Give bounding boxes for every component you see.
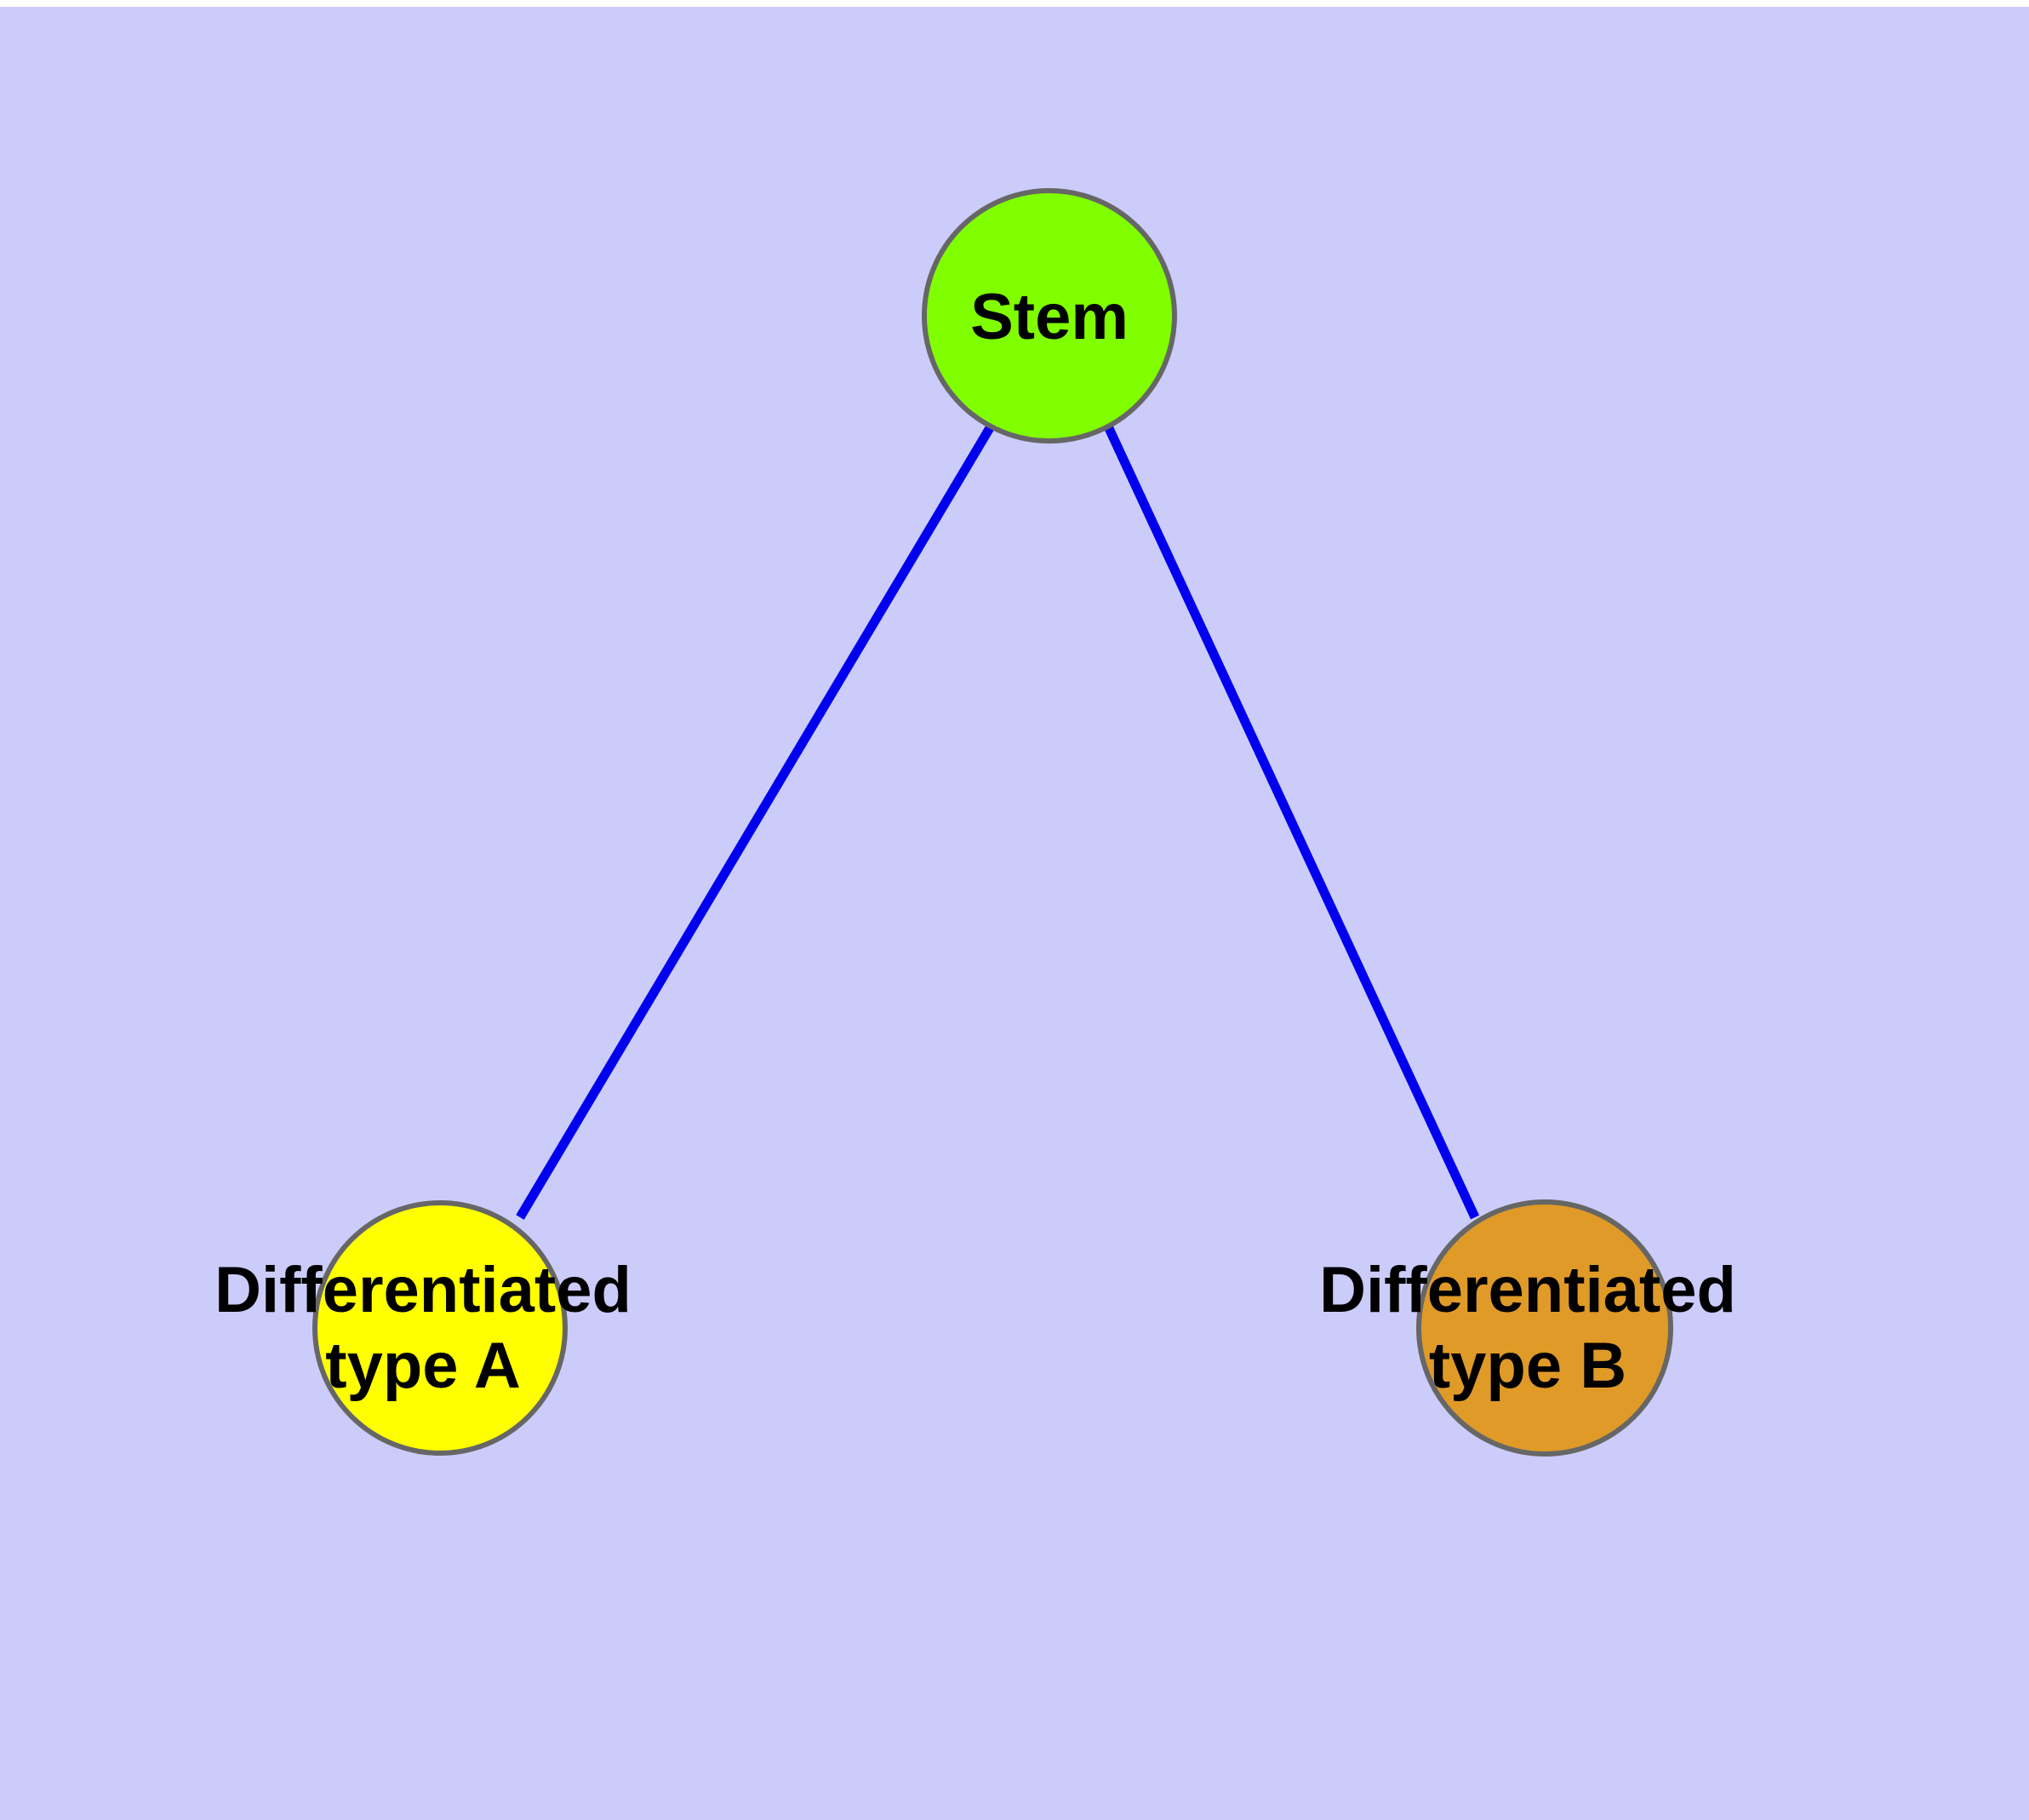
- node-diff-a-circle[interactable]: [312, 1200, 568, 1456]
- node-diff-b-circle[interactable]: [1416, 1199, 1673, 1457]
- node-diff-b-label-line-1: Differentiated: [1319, 1254, 1736, 1326]
- node-diff-a-label-line-2: type A: [325, 1330, 520, 1402]
- node-diff-b-label-line-2: type B: [1429, 1330, 1626, 1402]
- node-stem[interactable]: Stem: [922, 188, 1177, 444]
- edge-stem-to-diff-b[interactable]: [1104, 424, 1479, 1220]
- node-diff-a[interactable]: Differentiated type A: [214, 1200, 632, 1456]
- edge-stem-to-diff-a[interactable]: [516, 424, 995, 1220]
- node-stem-label: Stem: [970, 281, 1129, 353]
- node-diff-a-label-line-1: Differentiated: [214, 1254, 632, 1326]
- node-stem-circle[interactable]: [922, 188, 1177, 444]
- node-diff-b[interactable]: Differentiated type B: [1319, 1199, 1736, 1457]
- edge-group: [516, 424, 1479, 1220]
